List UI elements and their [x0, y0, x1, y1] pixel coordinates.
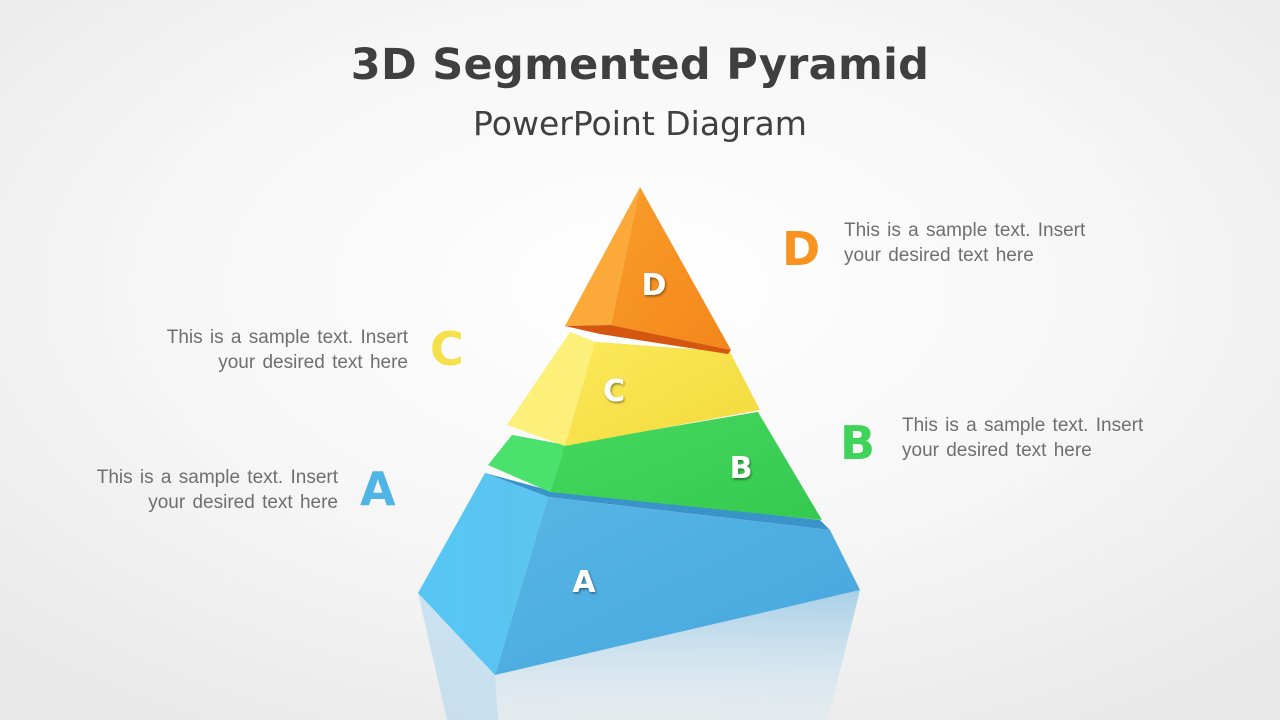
callout-b-text: This is a sample text. Insert your desir… [902, 413, 1222, 463]
callout-b-line1: This is a sample text. Insert [902, 415, 1144, 436]
pyramid-reflection [418, 590, 860, 720]
callout-c-line1: This is a sample text. Insert [166, 327, 408, 348]
segment-a[interactable]: A [418, 473, 860, 675]
segment-b-label: B [730, 451, 753, 486]
callout-c-line2: your desired text here [218, 352, 408, 373]
callout-c-letter: C [430, 322, 464, 376]
segment-c-label: C [603, 374, 625, 409]
callout-d-line2: your desired text here [844, 245, 1034, 266]
page-title: 3D Segmented Pyramid [350, 40, 930, 90]
segment-b[interactable]: B [488, 412, 822, 520]
callout-d-line1: This is a sample text. Insert [844, 220, 1086, 241]
callout-d-text: This is a sample text. Insert your desir… [844, 218, 1164, 268]
segment-c[interactable]: C [507, 332, 760, 446]
page-subtitle: PowerPoint Diagram [473, 104, 807, 143]
segment-d[interactable]: D [565, 187, 731, 354]
callout-b-letter: B [840, 416, 876, 470]
segment-a-label: A [572, 565, 596, 600]
callout-a-line1: This is a sample text. Insert [96, 467, 338, 488]
callout-a-letter: A [360, 462, 396, 516]
callout-c-text: This is a sample text. Insert your desir… [88, 325, 408, 375]
callout-b-line2: your desired text here [902, 440, 1092, 461]
callout-a-text: This is a sample text. Insert your desir… [18, 465, 338, 515]
callout-d-letter: D [782, 222, 821, 276]
segment-d-label: D [642, 268, 667, 303]
callout-a-line2: your desired text here [148, 492, 338, 513]
